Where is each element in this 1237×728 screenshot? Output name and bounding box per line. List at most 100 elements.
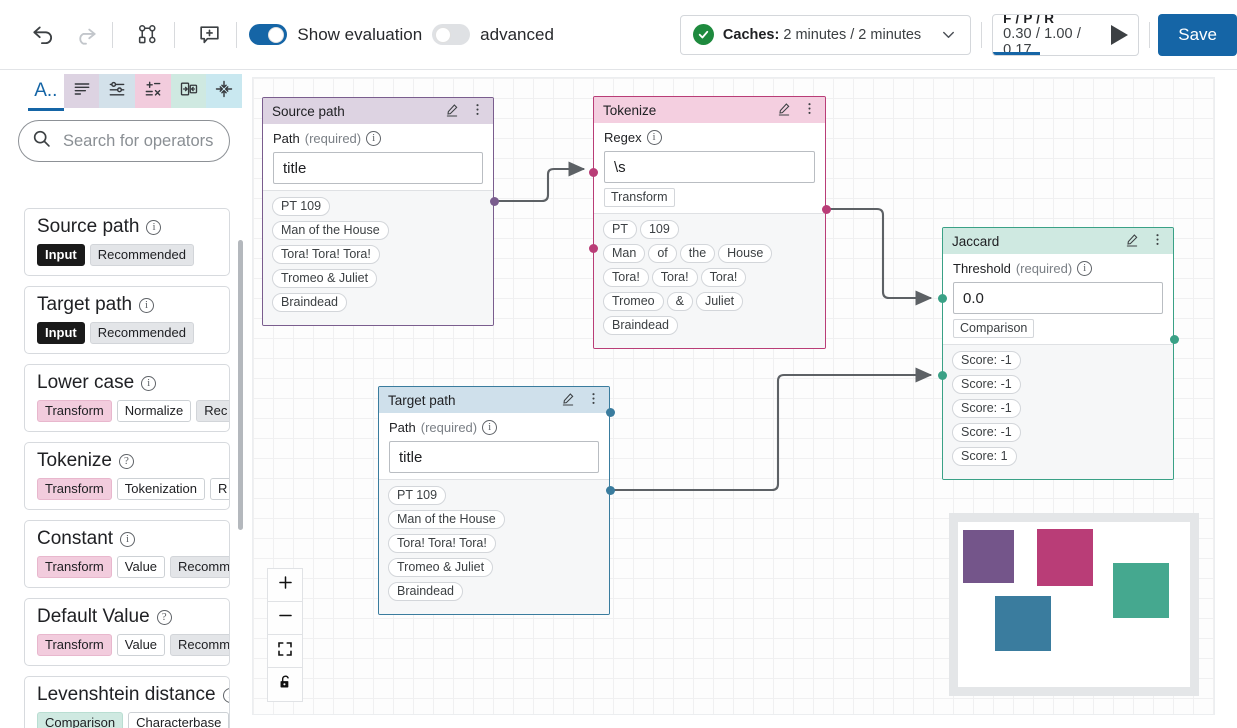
tab-input[interactable] <box>63 74 100 108</box>
lock-button[interactable] <box>268 668 302 701</box>
info-icon[interactable]: i <box>482 420 498 435</box>
plus-icon <box>276 573 295 597</box>
math-ops-icon <box>143 79 163 104</box>
path-input[interactable]: title <box>389 441 599 473</box>
play-icon[interactable] <box>1111 24 1129 45</box>
more-vertical-icon[interactable] <box>586 391 601 409</box>
toolbar-divider-5 <box>1149 21 1151 48</box>
sidebar-scrollbar[interactable] <box>238 240 243 530</box>
save-button[interactable]: Save <box>1158 13 1237 56</box>
preview-chip: Braindead <box>272 293 347 312</box>
tab-aggregate[interactable] <box>206 74 243 108</box>
preview-chip: Score: -1 <box>952 375 1021 394</box>
regex-input[interactable]: \s <box>604 151 815 183</box>
tab-comparison[interactable] <box>170 74 207 108</box>
edit-pencil-icon[interactable] <box>776 101 792 120</box>
operator-title-text: Default Value <box>37 606 150 627</box>
operator-sidebar: A.. <box>0 70 248 728</box>
help-icon[interactable]: ? <box>156 609 172 625</box>
caches-status-button[interactable]: Caches: 2 minutes / 2 minutes <box>679 14 972 55</box>
show-evaluation-toggle[interactable] <box>249 24 288 45</box>
field-label: Regex i <box>604 130 815 145</box>
edit-pencil-icon[interactable] <box>1124 232 1140 251</box>
fit-view-button[interactable] <box>268 635 302 668</box>
node-target-path[interactable]: Target path Path (required) i t <box>378 386 610 615</box>
info-icon[interactable]: i <box>1077 261 1093 276</box>
edit-pencil-icon[interactable] <box>560 391 576 410</box>
tab-preprocess[interactable] <box>99 74 136 108</box>
node-header-actions <box>560 391 601 410</box>
unlock-icon <box>277 674 294 696</box>
node-header[interactable]: Jaccard <box>943 228 1173 254</box>
port-target-path-output-bottom[interactable] <box>606 486 615 495</box>
more-vertical-icon[interactable] <box>1150 232 1165 250</box>
node-header[interactable]: Source path <box>263 98 493 124</box>
node-source-path[interactable]: Source path Path (required) i t <box>262 97 494 326</box>
operator-card[interactable]: Levenshtein distanceiComparisonCharacter… <box>24 676 230 728</box>
port-jaccard-input-bottom[interactable] <box>938 371 947 380</box>
search-input[interactable] <box>61 130 217 152</box>
search-box[interactable] <box>18 120 230 162</box>
path-input[interactable]: title <box>273 152 483 184</box>
node-jaccard[interactable]: Jaccard Threshold (required) i <box>942 227 1174 480</box>
operator-title: Default Value? <box>37 606 219 628</box>
port-tokenize-input-bottom[interactable] <box>589 244 598 253</box>
port-jaccard-input-top[interactable] <box>938 294 947 303</box>
info-icon[interactable]: i <box>146 219 162 235</box>
threshold-input[interactable]: 0.0 <box>953 282 1163 314</box>
toolbar-divider-2 <box>173 21 175 48</box>
node-header[interactable]: Tokenize <box>594 97 825 123</box>
port-source-path-output[interactable] <box>490 197 499 206</box>
minimap-viewport[interactable] <box>958 522 1190 687</box>
info-icon[interactable]: i <box>366 131 382 146</box>
port-tokenize-input-top[interactable] <box>589 168 598 177</box>
workflow-canvas[interactable]: Source path Path (required) i t <box>252 77 1215 715</box>
redo-icon[interactable] <box>69 16 104 54</box>
auto-layout-icon[interactable] <box>130 16 165 54</box>
operator-tag: Transform <box>37 400 112 422</box>
more-vertical-icon[interactable] <box>802 101 817 119</box>
info-icon[interactable]: i <box>120 531 136 547</box>
zoom-out-button[interactable] <box>268 602 302 635</box>
undo-icon[interactable] <box>26 16 61 54</box>
more-vertical-icon[interactable] <box>470 102 485 120</box>
info-icon[interactable]: i <box>646 130 662 145</box>
port-target-path-output-top[interactable] <box>606 408 615 417</box>
chevron-down-icon[interactable] <box>939 25 958 44</box>
node-header-actions <box>1124 232 1165 251</box>
toolbar-divider-3 <box>235 21 237 48</box>
advanced-toggle[interactable] <box>432 24 471 45</box>
minimap[interactable] <box>949 513 1199 696</box>
operator-category-tabs: A.. <box>28 74 243 111</box>
tab-all[interactable]: A.. <box>28 74 64 111</box>
preview-chip: Tora! <box>651 268 698 287</box>
zoom-in-button[interactable] <box>268 569 302 602</box>
edit-pencil-icon[interactable] <box>444 102 460 121</box>
node-tokenize[interactable]: Tokenize Regex i \s Tran <box>593 96 826 349</box>
port-jaccard-output[interactable] <box>1170 335 1179 344</box>
help-icon[interactable]: ? <box>119 453 134 469</box>
port-tokenize-output[interactable] <box>822 205 831 214</box>
field-name: Regex <box>604 130 642 145</box>
node-header[interactable]: Target path <box>379 387 609 413</box>
info-icon[interactable]: i <box>141 375 157 391</box>
metrics-run-button[interactable]: F / P / R 0.30 / 1.00 / 0.17 <box>992 13 1140 56</box>
add-comment-icon[interactable] <box>192 16 227 54</box>
tab-transform[interactable] <box>135 74 171 108</box>
preview-row: Braindead <box>272 293 484 317</box>
info-icon[interactable]: i <box>222 687 229 703</box>
info-icon[interactable]: i <box>139 297 155 313</box>
preview-chip: Score: -1 <box>952 399 1021 418</box>
